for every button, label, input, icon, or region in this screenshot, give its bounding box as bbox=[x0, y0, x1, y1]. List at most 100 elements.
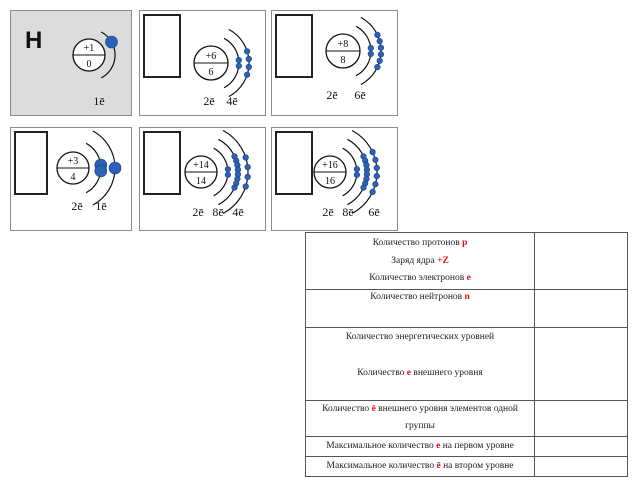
shell-electron-label: 2ē bbox=[203, 94, 214, 108]
shell-electron-label: 2ē bbox=[322, 205, 333, 219]
electron bbox=[377, 44, 384, 51]
atom-card-sulfur: +16 16 2ē 8ē 6ē bbox=[271, 127, 398, 231]
electron bbox=[242, 154, 249, 161]
table-row: Максимальное количество ē на втором уров… bbox=[304, 456, 628, 477]
answer-cell[interactable] bbox=[534, 456, 628, 477]
electron bbox=[235, 56, 242, 64]
electron-shell-arc bbox=[100, 31, 116, 79]
table-row: Количество ē внешнего уровня элементов о… bbox=[304, 400, 628, 437]
electron bbox=[105, 35, 118, 49]
electron bbox=[373, 164, 380, 172]
atom-card-carbon: +6 6 2ē 4ē bbox=[139, 10, 266, 116]
nuclear-charge: +8 bbox=[338, 39, 349, 50]
electron-shell-arc bbox=[228, 28, 250, 98]
worksheet-table: Количество протонов p Заряд ядра +Z Коли… bbox=[304, 232, 628, 477]
electron-shell-arc bbox=[351, 129, 378, 215]
answer-cell[interactable] bbox=[534, 327, 628, 401]
answer-cell[interactable] bbox=[534, 232, 628, 290]
electron bbox=[244, 163, 251, 171]
atom-card-hydrogen: H +1 0 1ē bbox=[10, 10, 132, 116]
table-row: Максимальное количество e на первом уров… bbox=[304, 436, 628, 457]
electron bbox=[374, 63, 381, 71]
nuclear-charge: +16 bbox=[322, 160, 338, 171]
row-label-outer-electrons-group: Количество ē внешнего уровня элементов о… bbox=[304, 400, 536, 437]
answer-box bbox=[14, 131, 48, 195]
atom-card-silicon: +14 14 2ē 8ē 4ē bbox=[139, 127, 266, 231]
neutron-count: 14 bbox=[196, 176, 206, 187]
nuclear-charge: +1 bbox=[84, 43, 95, 54]
answer-cell[interactable] bbox=[534, 436, 628, 457]
electron bbox=[374, 31, 381, 39]
row-label-max-first-level: Максимальное количество e на первом уров… bbox=[304, 436, 536, 457]
shell-electron-label: 8ē bbox=[342, 205, 353, 219]
electron bbox=[245, 55, 252, 63]
atom-diagram: +6 6 2ē 4ē bbox=[193, 28, 252, 108]
shell-electron-label: 2ē bbox=[192, 205, 203, 219]
shell-electron-label: 6ē bbox=[354, 88, 365, 102]
atom-card-lithium: +3 4 2ē 1ē bbox=[10, 127, 132, 231]
electron bbox=[372, 156, 379, 163]
electron bbox=[235, 62, 242, 70]
electron bbox=[108, 161, 122, 175]
table-row: Количество протонов p Заряд ядра +Z Коли… bbox=[304, 232, 628, 290]
shell-electron-label: 1ē bbox=[95, 199, 106, 213]
electron bbox=[377, 51, 384, 58]
electron bbox=[367, 50, 374, 58]
electron bbox=[231, 184, 238, 191]
shell-electron-label: 8ē bbox=[212, 205, 223, 219]
table-row: Количество нейтронов n bbox=[304, 289, 628, 328]
neutron-count: 0 bbox=[87, 59, 92, 70]
electron bbox=[353, 171, 360, 178]
electron bbox=[243, 48, 251, 55]
electron bbox=[224, 166, 231, 173]
nuclear-charge: +6 bbox=[206, 51, 217, 62]
answer-box bbox=[143, 14, 181, 78]
electron bbox=[372, 181, 379, 188]
neutron-count: 8 bbox=[341, 55, 346, 66]
answer-box bbox=[275, 131, 313, 195]
element-symbol: H bbox=[25, 27, 43, 54]
atom-diagram: +3 4 2ē 1ē bbox=[56, 130, 122, 213]
shell-electron-label: 2ē bbox=[326, 88, 337, 102]
atom-diagram: +8 8 2ē 6ē bbox=[325, 16, 384, 102]
atom-card-oxygen: +8 8 2ē 6ē bbox=[271, 10, 398, 116]
atom-diagram: +14 14 2ē 8ē 4ē bbox=[184, 129, 251, 219]
answer-box bbox=[143, 131, 181, 195]
electron bbox=[360, 184, 367, 191]
electron bbox=[376, 57, 383, 64]
electron-shell-arc bbox=[360, 16, 382, 86]
electron bbox=[369, 188, 376, 196]
row-label-max-second-level: Максимальное количество ē на втором уров… bbox=[304, 456, 536, 477]
shell-electron-label: 4ē bbox=[226, 94, 237, 108]
electron bbox=[242, 183, 249, 190]
shell-electron-label: 2ē bbox=[71, 199, 82, 213]
atom-diagram: +16 16 2ē 8ē 6ē bbox=[313, 129, 380, 219]
electron bbox=[373, 172, 380, 180]
answer-box bbox=[275, 14, 313, 78]
electron bbox=[224, 171, 231, 178]
electron bbox=[244, 173, 251, 181]
electron bbox=[353, 166, 360, 173]
row-label-protons-charge-electrons: Количество протонов p Заряд ядра +Z Коли… bbox=[304, 232, 536, 290]
neutron-count: 16 bbox=[325, 176, 335, 187]
answer-cell[interactable] bbox=[534, 289, 628, 328]
electron bbox=[369, 149, 376, 156]
table-row: Количество энергетических уровней Количе… bbox=[304, 327, 628, 401]
shell-electron-label: 4ē bbox=[232, 205, 243, 219]
row-label-energy-levels: Количество энергетических уровней Количе… bbox=[304, 327, 536, 401]
electron bbox=[94, 164, 108, 178]
shell-electron-label: 6ē bbox=[368, 205, 379, 219]
electron bbox=[367, 44, 374, 52]
electron-shell-arc bbox=[222, 129, 249, 215]
electron bbox=[245, 63, 252, 71]
answer-cell[interactable] bbox=[534, 400, 628, 437]
electron bbox=[376, 38, 383, 45]
row-label-neutrons: Количество нейтронов n bbox=[304, 289, 536, 328]
shell-electron-label: 1ē bbox=[93, 94, 104, 108]
neutron-count: 4 bbox=[71, 172, 76, 183]
nuclear-charge: +3 bbox=[68, 156, 79, 167]
nuclear-charge: +14 bbox=[193, 160, 209, 171]
atom-diagram: +1 0 1ē bbox=[72, 31, 118, 108]
neutron-count: 6 bbox=[209, 67, 214, 78]
electron bbox=[243, 71, 251, 78]
